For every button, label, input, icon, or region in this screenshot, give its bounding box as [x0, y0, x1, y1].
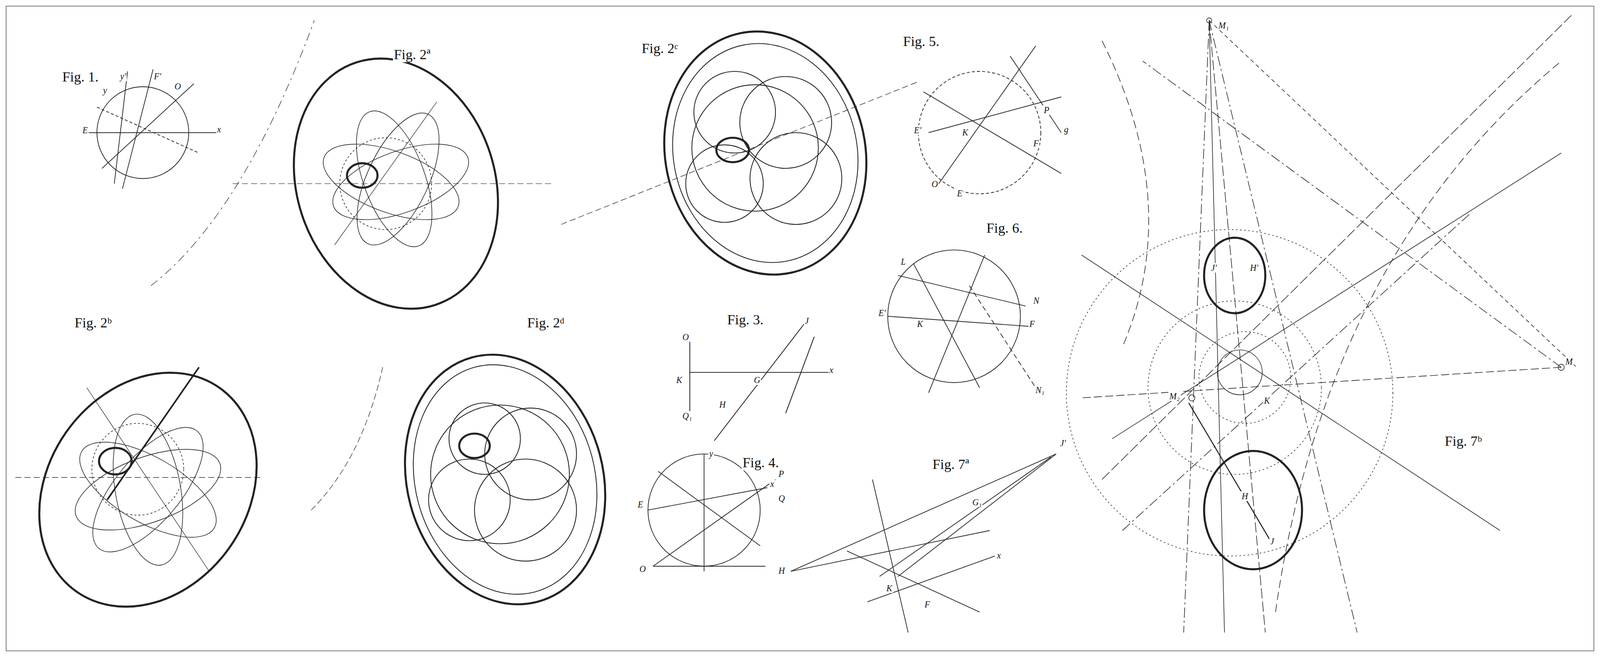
point-label: y — [708, 449, 715, 459]
point-label: H — [777, 566, 786, 576]
point-label: N — [1032, 296, 1040, 306]
point-label: J' — [1210, 263, 1218, 273]
figure-title: Fig. 4. — [741, 455, 780, 471]
point-label: M₁ — [1217, 20, 1230, 31]
point-label: y' — [119, 71, 127, 82]
point-label: x — [216, 124, 222, 135]
point-label: M₂ — [1168, 391, 1181, 402]
figure-title: Fig. 6. — [985, 220, 1024, 236]
point-label: E — [81, 125, 89, 136]
point-label: G — [753, 375, 761, 386]
figure-title: Fig. 7ª — [931, 457, 971, 473]
point-label: E' — [877, 308, 887, 318]
point-label: F — [923, 600, 931, 610]
point-label: x — [996, 550, 1002, 561]
point-label: J' — [1059, 438, 1067, 449]
point-label: N₁ — [1034, 385, 1046, 396]
point-label: H — [718, 400, 727, 410]
point-label: x — [769, 479, 775, 490]
point-label: K — [1263, 396, 1271, 406]
point-label: F — [1032, 138, 1040, 149]
point-label: G₁ — [971, 497, 983, 508]
point-label: P — [1042, 105, 1050, 115]
point-label: J — [1269, 536, 1275, 547]
point-label: E — [636, 500, 644, 510]
point-label: g — [1063, 124, 1070, 135]
figure-title: Fig. 1. — [61, 69, 100, 85]
point-label: O — [681, 332, 690, 343]
point-label: M — [1564, 357, 1574, 367]
figure-title: Fig. 7ᵇ — [1443, 433, 1483, 450]
point-label: L — [900, 257, 907, 267]
point-label: K — [916, 319, 924, 329]
figure-title: Fig. 3. — [726, 312, 765, 328]
point-label: O — [173, 81, 182, 92]
point-label: x — [828, 365, 835, 375]
point-label: K — [961, 127, 969, 138]
point-label: K — [675, 375, 683, 386]
point-label: P — [777, 469, 785, 479]
point-label: Q₁ — [681, 411, 693, 422]
point-label: K — [885, 583, 893, 594]
figure-title: Fig. 2ª — [392, 46, 432, 63]
point-label: Q — [777, 493, 786, 504]
figure-title: Fig. 5. — [902, 33, 941, 50]
point-label: O — [638, 564, 647, 575]
figure-title: Fig. 2ᵈ — [526, 315, 566, 331]
point-label: E' — [913, 125, 923, 136]
point-label: y — [102, 85, 108, 96]
point-label: O — [930, 179, 939, 190]
point-label: F' — [153, 71, 163, 82]
figure-title: Fig. 2ᶜ — [640, 40, 679, 57]
point-label: J — [803, 316, 810, 326]
point-label: E — [956, 188, 964, 199]
figure-title: Fig. 2ᵇ — [73, 315, 113, 331]
point-label: H — [1240, 491, 1249, 502]
point-label: F — [1028, 319, 1036, 329]
point-label: H' — [1249, 263, 1260, 273]
